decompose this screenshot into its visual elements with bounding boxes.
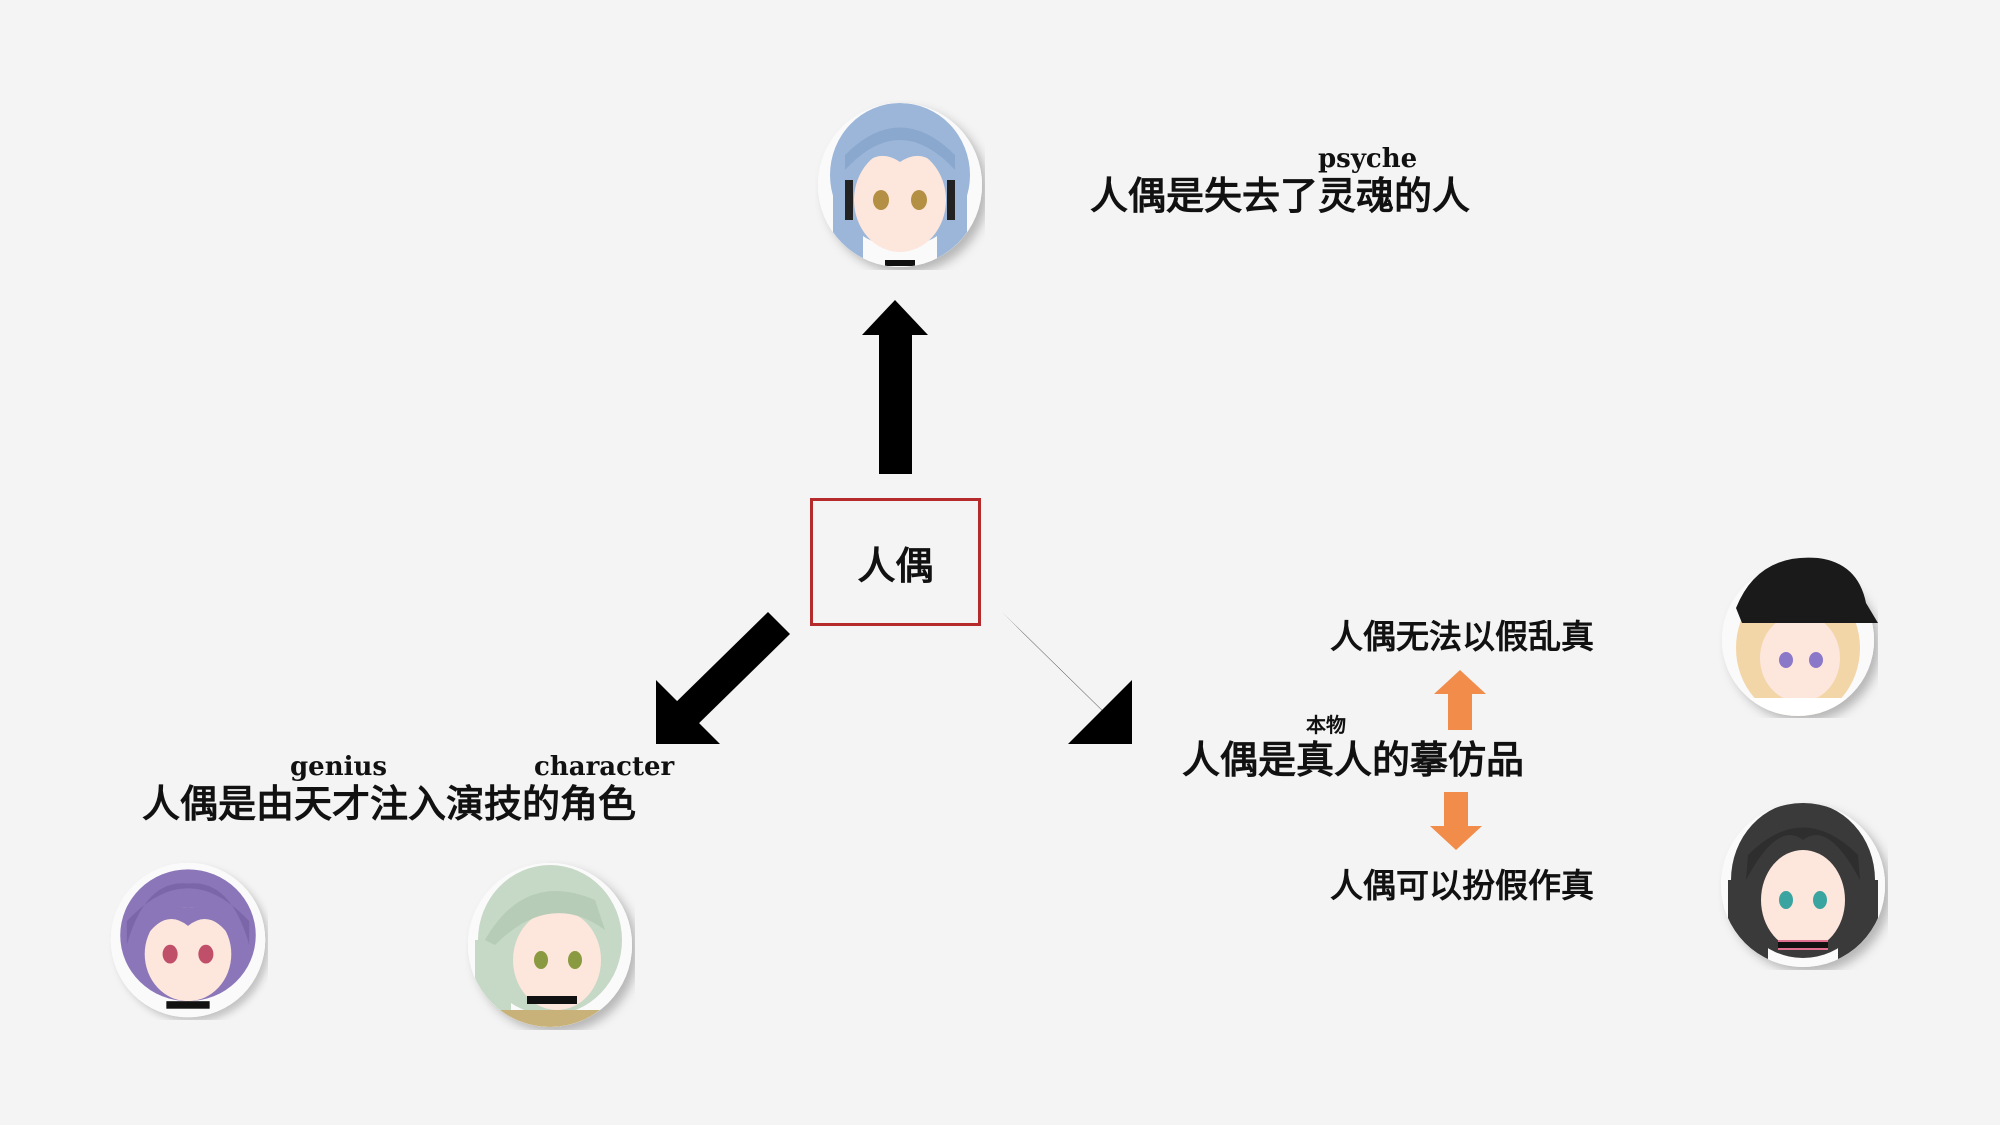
arrow-down-right xyxy=(1002,612,1132,744)
right-ruby: 本物 xyxy=(1306,713,1346,737)
center-node: 人偶 xyxy=(810,498,981,626)
right-upper-statement: 人偶无法以假乱真 xyxy=(1330,617,1594,656)
mint-hair-girl-avatar-icon xyxy=(468,863,632,1027)
left-ruby-character: character xyxy=(534,752,675,782)
arrow-down-left xyxy=(656,612,790,744)
blue-hair-girl-avatar-icon xyxy=(818,103,982,267)
left-statement: 人偶是由天才注入演技的角色 xyxy=(142,781,637,826)
dark-hair-girl-avatar-icon xyxy=(1721,803,1885,967)
left-ruby-genius: genius xyxy=(290,752,388,782)
right-lower-statement: 人偶可以扮假作真 xyxy=(1330,866,1594,905)
right-statement: 人偶是真人的摹仿品 xyxy=(1182,737,1525,782)
orange-arrow-up xyxy=(1434,670,1486,730)
black-cap-blonde-girl-avatar-icon xyxy=(1722,557,1878,716)
orange-arrow-down xyxy=(1430,792,1482,850)
top-statement: 人偶是失去了灵魂的人 xyxy=(1090,173,1471,218)
top-ruby: psyche xyxy=(1318,144,1418,174)
arrow-up xyxy=(862,300,928,474)
center-label: 人偶 xyxy=(857,542,934,588)
purple-hair-girl-avatar-icon xyxy=(110,862,266,1018)
